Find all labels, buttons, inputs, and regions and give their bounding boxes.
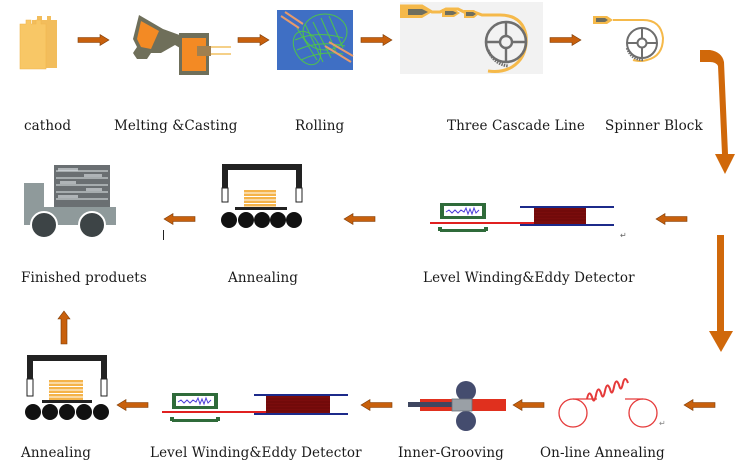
annealing-furnace-icon xyxy=(221,164,303,228)
step-label-three-cascade-line: Three Cascade Line xyxy=(447,118,586,134)
step-label-inner-grooving: Inner-Grooving xyxy=(398,445,504,461)
flow-arrow-left xyxy=(343,212,376,226)
step-label-melting-casting: Melting &Casting xyxy=(114,118,238,134)
flow-arrow-left xyxy=(163,212,196,226)
inner-grooving-icon xyxy=(408,381,506,431)
three-cascade-line-icon xyxy=(400,2,543,74)
spinner-block-icon xyxy=(593,16,665,62)
step-label-level-winding-eddy-detector-2: Level Winding&Eddy Detector xyxy=(150,445,362,461)
step-label-finished-products: Finished produets xyxy=(21,270,147,286)
annealing-furnace-icon xyxy=(25,355,109,420)
melting-casting-icon xyxy=(133,15,231,75)
flow-arrow-right xyxy=(77,33,110,47)
step-label-online-annealing: On-line Annealing xyxy=(540,445,665,461)
flow-arrow-up xyxy=(57,310,71,345)
online-annealing-icon xyxy=(558,378,658,428)
flow-arrow-left xyxy=(655,212,688,226)
flow-arrow-right xyxy=(360,33,393,47)
text-cursor-mark xyxy=(163,230,164,240)
flow-arrow-left xyxy=(360,398,393,412)
flow-arrow-left xyxy=(116,398,149,412)
flow-arrow-right xyxy=(549,33,582,47)
step-label-level-winding-eddy-detector: Level Winding&Eddy Detector xyxy=(423,270,635,286)
level-winding-eddy-detector-icon xyxy=(162,393,348,422)
step-label-cathod: cathod xyxy=(24,118,72,134)
level-winding-eddy-detector-icon xyxy=(430,203,614,232)
return-mark: ↵ xyxy=(620,231,627,240)
flow-arrow-left xyxy=(683,398,716,412)
flow-arrow-left xyxy=(512,398,545,412)
step-label-rolling: Rolling xyxy=(295,118,345,134)
step-label-annealing: Annealing xyxy=(228,270,299,286)
return-mark: ↵ xyxy=(659,419,666,428)
truck-icon xyxy=(24,165,116,239)
flow-arrow-curved-down xyxy=(700,50,735,174)
step-label-spinner-block: Spinner Block xyxy=(605,118,703,134)
step-label-annealing-2: Annealing xyxy=(21,445,92,461)
rolling-icon xyxy=(277,10,354,70)
cathode-icon xyxy=(19,16,57,70)
flow-arrow-right xyxy=(237,33,270,47)
flow-arrow-down xyxy=(709,235,733,352)
